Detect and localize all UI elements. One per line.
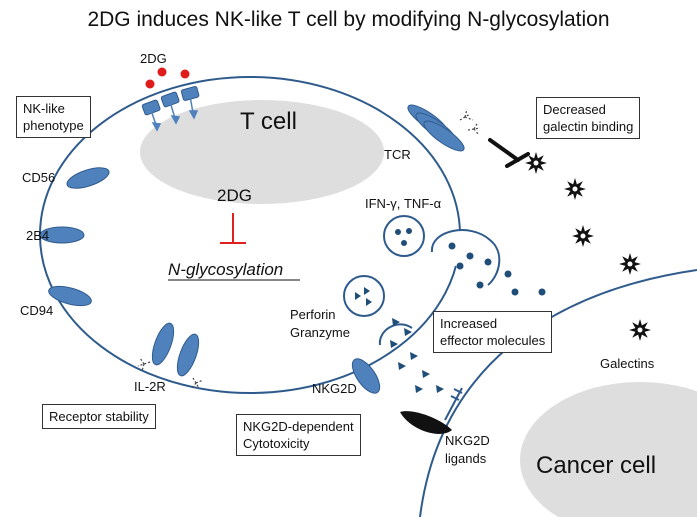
cytokine-dot [401, 240, 407, 246]
decreased-galectin-binding-box: Decreased galectin binding [536, 97, 641, 139]
process-label: N-glycosylation [168, 260, 284, 279]
nkg2d-ligands-label: NKG2D ligands [445, 433, 490, 466]
tcr-label: TCR [384, 147, 411, 162]
nucleus-drug-label: 2DG [217, 186, 252, 205]
cd94-receptor [48, 285, 92, 307]
il2r-receptor-a [151, 322, 175, 366]
cytokine-dot [395, 229, 401, 235]
galectin-core [637, 327, 643, 333]
il2r-label: IL-2R [134, 379, 166, 394]
galectin-core [533, 160, 539, 166]
nkg2d-ligand-stalks [444, 387, 463, 421]
nk-like-phenotype-box: NK-like phenotype [16, 96, 91, 138]
secretion-bulge-granzyme [378, 323, 413, 346]
cancer-cell-label: Cancer cell [536, 452, 657, 479]
2b4-label: 2B4 [26, 228, 50, 243]
cd94-label: CD94 [20, 303, 54, 318]
uptake-arrows [150, 95, 199, 132]
receptor-stability-box: Receptor stability [42, 404, 156, 429]
nkg2d-label: NKG2D [312, 381, 357, 396]
secreted-granzymes [390, 318, 444, 393]
il2r-glycans [137, 357, 204, 390]
galectin-core [580, 233, 586, 239]
perforin-granzyme-label: Perforin Granzyme [290, 307, 350, 340]
2dg-drug-label: 2DG [140, 51, 167, 66]
granzyme-vesicle [343, 275, 385, 317]
2b4-receptor [39, 226, 85, 244]
secreted-cytokines [448, 242, 546, 296]
secretion-bulge-cytokine [430, 229, 501, 286]
t-cell-label: T cell [240, 108, 297, 135]
cd56-receptor [66, 167, 110, 189]
cancer-cell-nucleus [520, 382, 697, 522]
tcr-glycans [459, 108, 481, 136]
inhibition-symbol [220, 213, 246, 244]
nkg2d-ligand-shape [400, 411, 452, 434]
tcr-receptor [407, 104, 465, 152]
increased-effector-molecules-box: Increased effector molecules [433, 311, 553, 353]
t-cell-nucleus [140, 100, 384, 204]
nkg2d-cytotoxicity-box: NKG2D-dependent Cytotoxicity [236, 414, 361, 456]
granzyme-triangle [355, 292, 361, 300]
cytokine-vesicle [383, 215, 425, 257]
2dg-dots [145, 67, 190, 89]
il2r-receptor-b [176, 333, 200, 377]
galectin-core [627, 261, 633, 267]
galectin-block-symbol [488, 138, 530, 168]
galectin-group [525, 152, 651, 341]
cytokine-dot [406, 228, 412, 234]
nkg2d-receptor [351, 358, 381, 394]
galectins-label: Galectins [600, 356, 655, 371]
glucose-transporters [141, 86, 200, 116]
galectin-core [572, 186, 578, 192]
cd56-label: CD56 [22, 170, 56, 185]
cytokines-label: IFN-γ, TNF-α [365, 196, 442, 211]
granzyme-triangle [366, 298, 372, 306]
granzyme-triangle [364, 287, 370, 295]
diagram-title: 2DG induces NK-like T cell by modifying … [87, 8, 610, 31]
